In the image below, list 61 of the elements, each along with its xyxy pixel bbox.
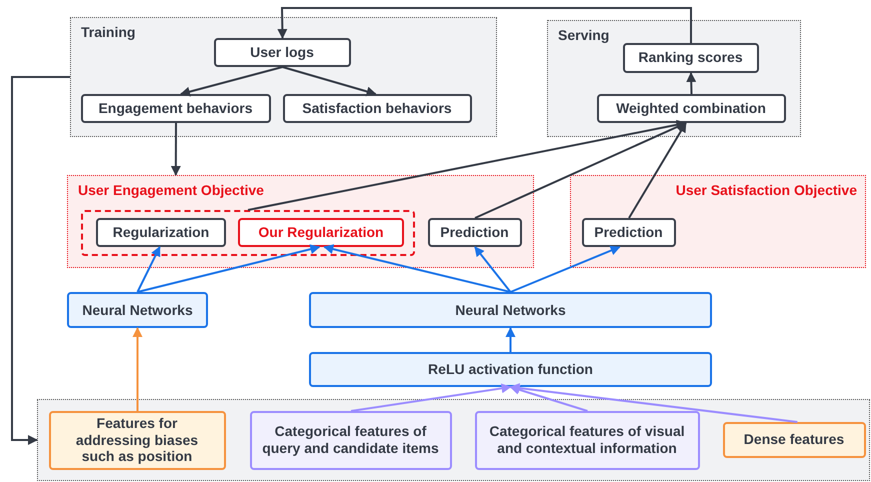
group-title: Training <box>81 24 136 40</box>
box-label: Prediction <box>440 224 509 240</box>
process-box <box>428 218 522 246</box>
box-label: Satisfaction behaviors <box>302 100 452 116</box>
training-panel <box>70 17 497 137</box>
arrow <box>474 246 512 293</box>
box-label: Categorical features of query and candidate items <box>262 423 440 457</box>
box-label: Dense features <box>744 431 844 448</box>
objective-panel <box>570 175 866 268</box>
process-box <box>309 352 712 387</box>
box-label: Ranking scores <box>638 49 743 66</box>
serving-panel <box>547 20 801 137</box>
group-title: User Satisfaction Objective <box>676 182 857 198</box>
box-label: Neural Networks <box>455 302 566 318</box>
box-label: Categorical features of visual and contextual information <box>488 423 686 457</box>
arrow <box>170 123 181 176</box>
process-box <box>582 218 676 246</box>
objective-panel <box>67 175 534 268</box>
arrow <box>136 246 161 292</box>
group-title: User Engagement Objective <box>78 182 264 198</box>
box-label: User logs <box>250 44 314 60</box>
arrow <box>137 244 320 293</box>
process-box <box>596 94 786 122</box>
arrow <box>474 122 687 219</box>
box-label: Neural Networks <box>82 302 193 318</box>
box-label: Features for addressing biases such as position <box>74 414 200 466</box>
arrow <box>248 120 687 211</box>
box-label: Engagement behaviors <box>98 100 253 116</box>
features-panel <box>37 399 870 481</box>
arrow <box>510 246 621 293</box>
arrow <box>180 66 283 97</box>
arrow <box>11 76 70 445</box>
process-box <box>238 218 404 247</box>
process-box <box>96 218 226 247</box>
arrow <box>350 383 512 412</box>
arrow <box>510 384 588 412</box>
process-box <box>722 422 866 458</box>
process-box <box>250 410 452 470</box>
box-label: ReLU activation function <box>428 361 593 378</box>
arrow <box>510 383 798 423</box>
arrow <box>282 66 377 96</box>
group-title: Serving <box>558 27 610 43</box>
box-label: Our Regularization <box>258 224 384 241</box>
box-label: Regularization <box>112 224 210 241</box>
arrow <box>686 72 696 94</box>
regularization-group <box>80 210 414 256</box>
process-box <box>80 94 270 122</box>
process-box <box>48 410 226 470</box>
process-box <box>282 94 472 122</box>
arrow <box>628 122 687 219</box>
process-box <box>67 292 208 328</box>
arrow <box>277 7 692 43</box>
box-label: Prediction <box>594 224 663 240</box>
arrow <box>506 327 516 352</box>
process-box <box>622 42 758 72</box>
process-box <box>309 292 712 328</box>
arrow <box>132 327 142 411</box>
arrow <box>323 244 511 293</box>
process-box <box>214 38 350 66</box>
box-label: Weighted combination <box>616 100 766 116</box>
process-box <box>474 410 700 470</box>
